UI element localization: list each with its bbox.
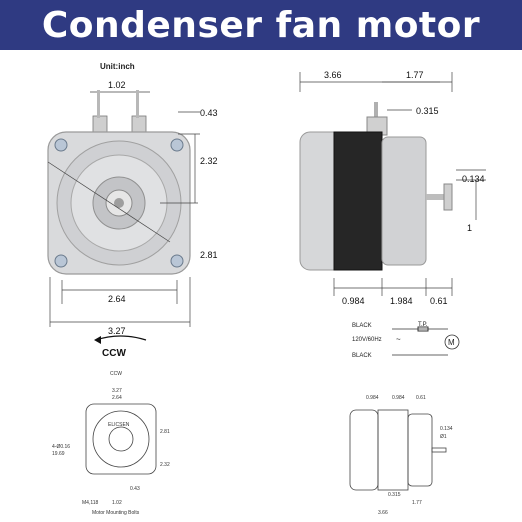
front-view: Unit:inch 1.02 0.43 2.32 2.81 2.64 3.27 … bbox=[47, 62, 218, 359]
small-center-label: ELICSEN bbox=[108, 422, 130, 428]
unit-label: Unit:inch bbox=[100, 62, 135, 71]
small-dim-top-2: 2.64 bbox=[112, 395, 122, 401]
small-bolt-label: M4,118 bbox=[82, 500, 99, 506]
small-side-top-3: 0.61 bbox=[416, 395, 426, 401]
supply-label: 120V/60Hz bbox=[352, 337, 382, 343]
motor-side-body bbox=[299, 102, 453, 271]
dim-shaft-length: 1.77 bbox=[406, 70, 424, 80]
small-caption: Motor Mounting Bolts bbox=[92, 510, 140, 516]
motor-symbol-label: M bbox=[448, 338, 455, 347]
small-side-drawing: 0.984 0.984 0.61 0.134 Ø1 0.315 1.77 3.6… bbox=[349, 395, 453, 516]
small-dim-left-1: 4-Ø0.16 bbox=[52, 444, 70, 450]
dim-overall-width: 3.27 bbox=[108, 326, 126, 336]
small-side-bottom-1: 0.315 bbox=[388, 492, 401, 498]
small-dim-side-1: 2.81 bbox=[160, 429, 170, 435]
wiring-diagram: BLACK T.P. 120V/60Hz ~ M BLACK bbox=[352, 322, 460, 359]
page-title: Condenser fan motor bbox=[41, 4, 481, 46]
thermal-protector-icon bbox=[417, 326, 429, 332]
thermal-protector-label: T.P. bbox=[418, 322, 428, 328]
rotation-label: CCW bbox=[102, 348, 126, 359]
small-dim-left-2: 19.69 bbox=[52, 451, 65, 457]
dim-front-section: 0.984 bbox=[342, 296, 365, 306]
small-side-bottom-2: 1.77 bbox=[412, 500, 422, 506]
motor-symbol-icon bbox=[444, 334, 460, 350]
dim-terminal-offset: 0.315 bbox=[416, 106, 439, 116]
small-dim-bottom-1: 0.43 bbox=[130, 486, 140, 492]
small-rotation-label: CCW bbox=[110, 371, 122, 377]
dim-mount-width: 2.64 bbox=[108, 294, 126, 304]
small-side-right-2: Ø1 bbox=[440, 434, 447, 440]
dim-body-length: 3.66 bbox=[324, 70, 342, 80]
dim-shaft-extent: 1 bbox=[467, 223, 472, 233]
terminal-block bbox=[92, 90, 147, 137]
small-side-right-1: 0.134 bbox=[440, 426, 453, 432]
small-side-top-1: 0.984 bbox=[366, 395, 379, 401]
small-side-top-2: 0.984 bbox=[392, 395, 405, 401]
dim-shaft-diameter: 0.134 bbox=[462, 174, 485, 184]
dim-terminal-height: 0.43 bbox=[200, 108, 218, 118]
title-banner: Condenser fan motor bbox=[0, 0, 522, 50]
ac-symbol-icon: ~ bbox=[396, 335, 401, 344]
side-view: 3.66 1.77 0.315 0.134 1 0.984 1.984 0.61 bbox=[299, 70, 486, 306]
small-dim-side-2: 2.32 bbox=[160, 462, 170, 468]
small-front-drawing: CCW 3.27 2.64 ELICSEN 2.81 2.32 4-Ø0.16 … bbox=[52, 371, 170, 516]
motor-front-housing bbox=[47, 131, 191, 275]
wire-label-bottom: BLACK bbox=[352, 353, 372, 359]
dim-terminal-spacing: 1.02 bbox=[108, 80, 126, 90]
dim-half-height: 2.32 bbox=[200, 156, 218, 166]
small-dim-bottom-2: 1.02 bbox=[112, 500, 122, 506]
dim-core-section: 1.984 bbox=[390, 296, 413, 306]
small-dim-top-1: 3.27 bbox=[112, 388, 122, 394]
wire-label-top: BLACK bbox=[352, 323, 372, 329]
dim-diameter: 2.81 bbox=[200, 250, 218, 260]
small-side-bottom-3: 3.66 bbox=[378, 510, 388, 516]
rotation-arrow-icon bbox=[95, 335, 147, 341]
dim-rear-section: 0.61 bbox=[430, 296, 448, 306]
